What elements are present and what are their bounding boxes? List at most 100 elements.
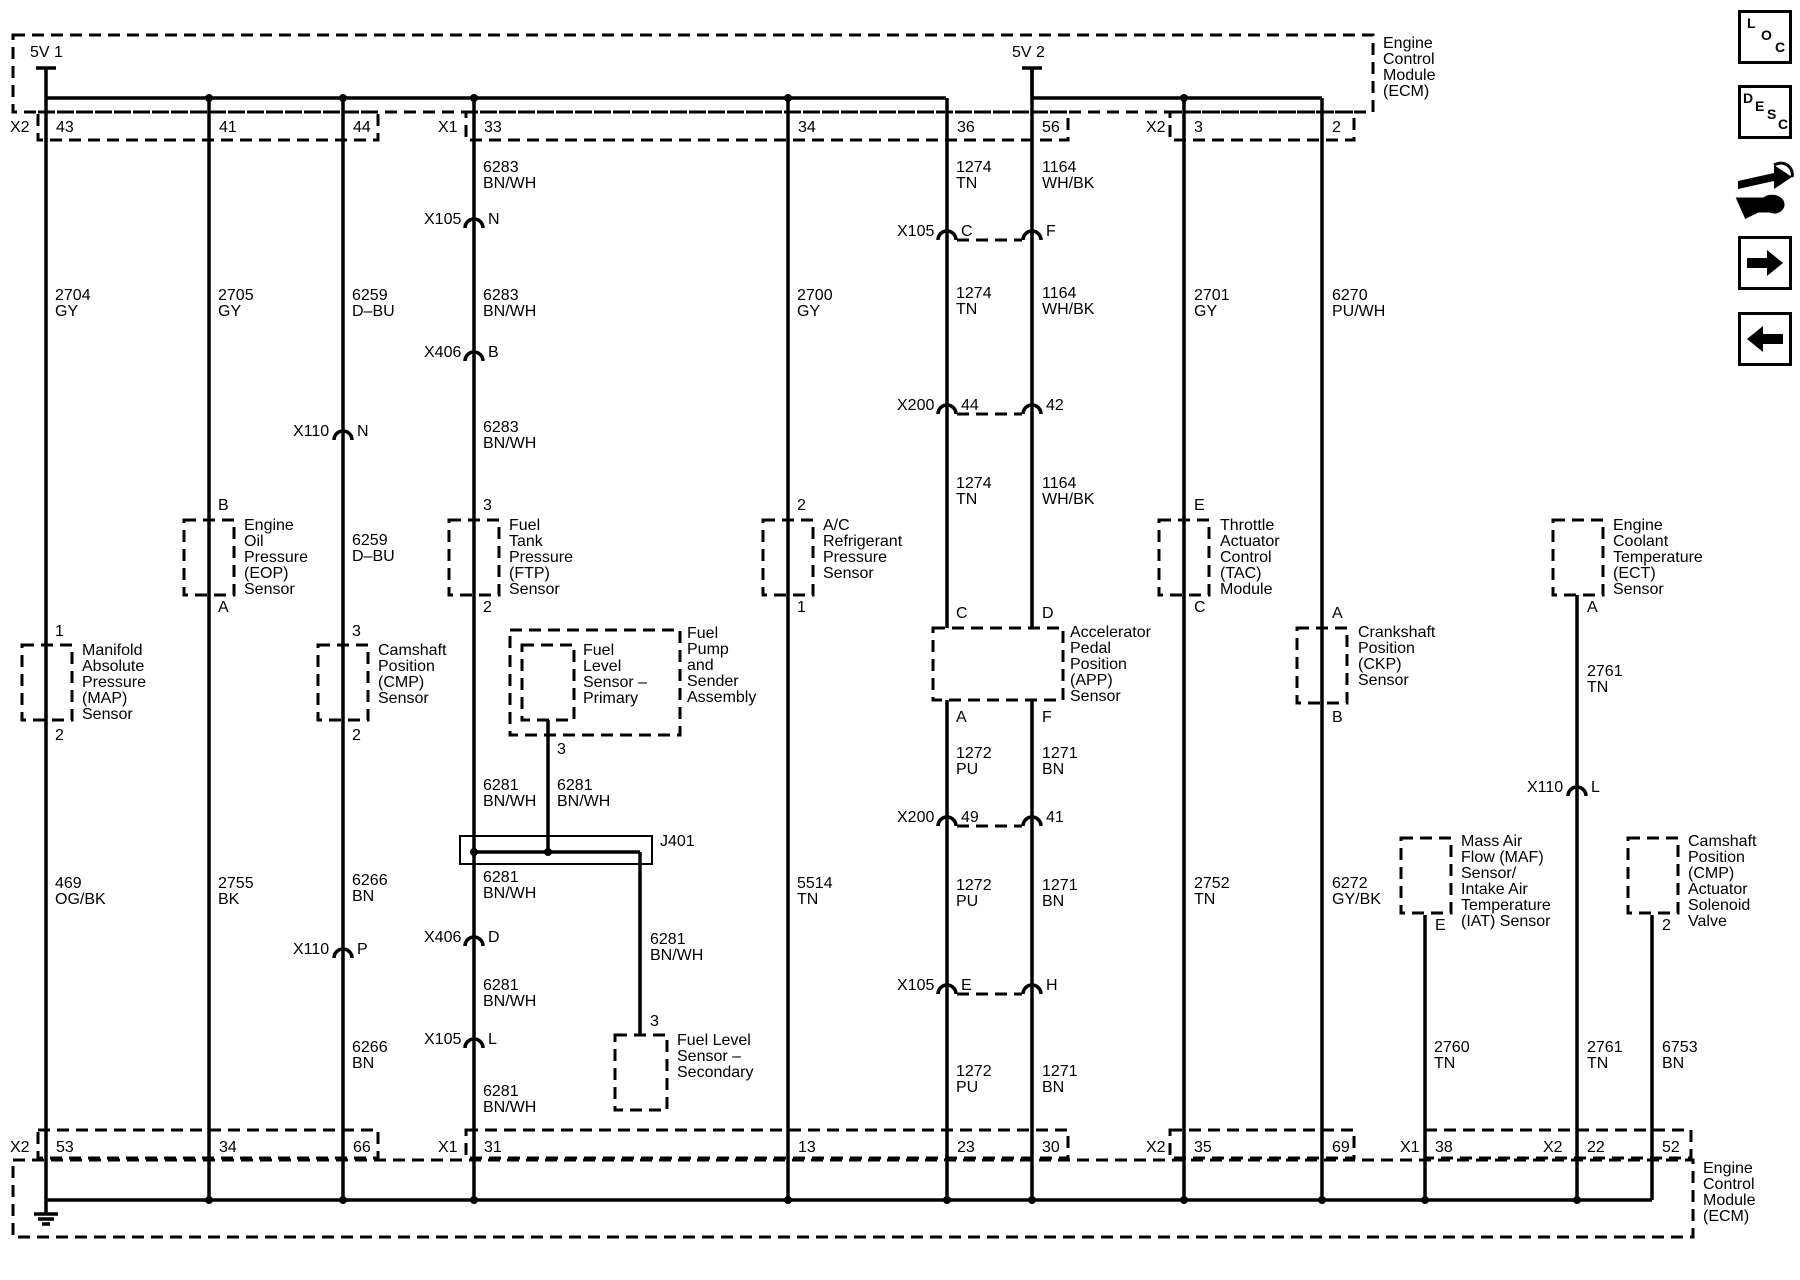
ac-sensor-label-line: Pressure [823,549,887,566]
desc-letter-2: E [1755,98,1765,114]
connector-view-button[interactable] [1734,155,1796,221]
wire-2761b-circuit: 2761 [1587,1039,1623,1056]
wire-6281f-circuit: 6281 [650,931,686,948]
maf-sensor-label-line: Intake Air [1461,881,1528,898]
ftp-sensor-label-line: Pressure [509,549,573,566]
ecm-bottom-pin-label: 35 [1194,1139,1212,1156]
loc-letter-1: L [1747,15,1756,31]
app-pin-c: C [956,605,968,622]
wire-2752-circuit: 2752 [1194,875,1230,892]
wire-2701-color: GY [1194,303,1217,320]
fuel-level-secondary-box [613,1033,669,1112]
inline-x406-b-connector-label: X406 [424,344,461,361]
wire-469-color: OG/BK [55,891,106,908]
wire-1272b-color: PU [956,893,978,910]
wire-1272a-color: PU [956,761,978,778]
wire-6259a-color: D–BU [352,303,395,320]
wire-1271b-circuit: 1271 [1042,877,1078,894]
wire-6283c-circuit: 6283 [483,419,519,436]
wire-6259b-circuit: 6259 [352,532,388,549]
inline-x200-49-pin-label: 49 [961,809,979,826]
wire-6281e-circuit: 6281 [483,1083,519,1100]
ecm-top-connector-label: X2 [10,119,30,136]
inline-x200-42-pin-label: 42 [1046,397,1064,414]
wire-1164a-circuit: 1164 [1042,159,1077,176]
inline-x105-e-connector-label: X105 [897,977,934,994]
cmp-sensor-label-line: (CMP) [378,674,424,691]
ckp-sensor-label-line: (CKP) [1358,656,1402,673]
cmp-solenoid-label-line: Position [1688,849,1745,866]
supply-5v2-label: 5V 2 [1012,44,1045,61]
ecm-top-connector-label: X2 [1146,119,1166,136]
tac-module-label-line: Actuator [1220,533,1280,550]
inline-x105-n-symbol [463,217,485,229]
inline-x105-e-symbol [936,983,958,995]
cmp-sensor-box [316,643,370,722]
ftp-sensor-label-line: (FTP) [509,565,550,582]
splice-j401-dot [544,848,552,856]
inline-x406-b-pin-label: B [488,344,499,361]
cmp-solenoid-label-line: (CMP) [1688,865,1734,882]
location-button[interactable]: L O C [1738,10,1792,64]
ftp-sensor-label-line: Fuel [509,517,540,534]
wire-6281b-color: BN/WH [557,793,610,810]
cmp-solenoid-label-line: Solenoid [1688,897,1750,914]
ecm-bottom-pin-label: 31 [484,1139,502,1156]
ecm-top-pin-label: 44 [353,119,371,136]
ecm-connector-top-x1 [464,110,1070,142]
wire-1274c-color: TN [956,491,977,508]
ecm-bottom-pin-label: 38 [1435,1139,1453,1156]
ac-sensor-box [761,518,815,597]
ect-sensor-box [1551,518,1605,597]
inline-x200-49-connector-label: X200 [897,809,934,826]
wire-2760-color: TN [1434,1055,1455,1072]
eop-sensor-label-line: Pressure [244,549,308,566]
wire-6281e-color: BN/WH [483,1099,536,1116]
wire-6266a-color: BN [352,888,374,905]
ecm-label-bottom-line: Engine [1703,1160,1753,1177]
inline-x200-44-symbol [936,403,958,415]
ecm-label-top-line: (ECM) [1383,83,1429,100]
wire-1272c-circuit: 1272 [956,1063,992,1080]
inline-x105-e-pin-label: E [961,977,972,994]
app-pin-f: F [1042,709,1052,726]
ecm-bottom-pin-label: 66 [353,1139,371,1156]
wire-1274a-circuit: 1274 [956,159,992,176]
tac-module-box [1157,518,1211,597]
cmp-solenoid-label-line: Valve [1688,913,1727,930]
fuel-pump-label-line: and [687,657,714,674]
inline-x110-l-pin-label: L [1591,779,1600,796]
description-button[interactable]: D E S C [1738,85,1792,139]
wire-2705-circuit: 2705 [218,287,254,304]
ecm-top-pin-label: 41 [219,119,237,136]
eop-pin-bottom: A [218,599,229,616]
ect-pin: A [1587,599,1598,616]
fuel-level-secondary-label-line: Sensor – [677,1048,741,1065]
ecm-top-pin-label: 56 [1042,119,1060,136]
ecm-top-pin-label: 36 [957,119,975,136]
wire-6266b-color: BN [352,1055,374,1072]
wire-6259a-circuit: 6259 [352,287,388,304]
cmp-solenoid-box [1626,836,1680,915]
ac-pin-top: 2 [797,497,806,514]
ecm-connector-top-x2b [1168,110,1356,142]
inline-x105-n-connector-label: X105 [424,211,461,228]
fuel-level-primary-label-line: Sensor – [583,674,647,691]
ecm-label-bottom-line: Control [1703,1176,1755,1193]
next-page-button[interactable] [1738,236,1792,290]
fuel-level-primary-pin: 3 [557,741,566,758]
wire-6266a-circuit: 6266 [352,872,388,889]
ftp-sensor-label-line: Tank [509,533,544,550]
inline-x110-p-symbol [332,947,354,959]
splice-j401-dot [470,848,478,856]
wire-2700-color: GY [797,303,820,320]
wire-6283c-color: BN/WH [483,435,536,452]
previous-page-button[interactable] [1738,312,1792,366]
ecm-bottom-pin-label: 52 [1662,1139,1680,1156]
cmp-solenoid-label-line: Camshaft [1688,833,1757,850]
wire-1164c-color: WH/BK [1042,491,1095,508]
eop-sensor-label-line: (EOP) [244,565,288,582]
ecm-bottom-pin-label: 30 [1042,1139,1060,1156]
app-sensor-label-line: Sensor [1070,688,1121,705]
wire-6281c-circuit: 6281 [483,869,519,886]
